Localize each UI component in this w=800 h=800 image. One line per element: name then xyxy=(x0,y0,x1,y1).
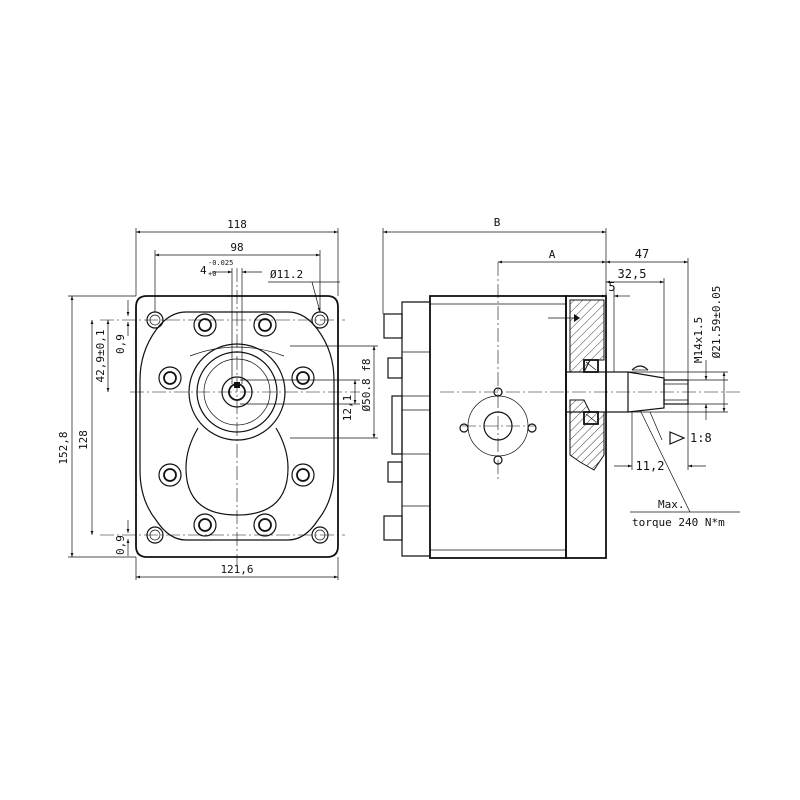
front-view: 118 98 4 -0.025 +0 Ø11.2 152,8 128 42,9±… xyxy=(57,218,378,580)
body-bolts xyxy=(158,313,315,537)
dim-dia-50-8: Ø50.8 f8 xyxy=(360,359,373,412)
dim-12-1: 12,1 xyxy=(341,395,354,422)
dim-4-lower: +0 xyxy=(208,270,216,278)
mounting-holes xyxy=(146,311,329,544)
dim-42-9: 42,9±0,1 xyxy=(94,330,107,383)
dim-32-5: 32,5 xyxy=(618,267,647,281)
dim-152-8: 152,8 xyxy=(57,431,70,464)
dim-5: 5 xyxy=(608,280,615,294)
dim-0-9-top: 0,9 xyxy=(114,334,127,354)
note-torque: torque 240 N*m xyxy=(632,516,725,529)
dim-M14x1-5: M14x1.5 xyxy=(692,317,705,363)
rear-cover xyxy=(401,301,431,557)
dim-11-2: 11,2 xyxy=(636,459,665,473)
note-max: Max. xyxy=(658,498,685,511)
dim-118: 118 xyxy=(227,218,247,231)
dim-47: 47 xyxy=(635,247,649,261)
flange-outline xyxy=(135,295,339,558)
flange-section-upper xyxy=(569,299,605,373)
dim-4-upper: -0.025 xyxy=(208,259,233,267)
dim-121-6: 121,6 xyxy=(220,563,253,576)
dim-dia-21-59: Ø21.59±0.05 xyxy=(710,286,723,359)
dim-4: 4 xyxy=(200,264,207,277)
side-view: B A 47 32,5 5 M14x1.5 Ø21.59±0.05 1:8 11… xyxy=(382,216,740,559)
dim-taper: 1:8 xyxy=(690,431,712,445)
dim-B: B xyxy=(494,216,501,229)
dim-128: 128 xyxy=(77,430,90,450)
dim-dia-11-2: Ø11.2 xyxy=(270,268,303,281)
dim-98: 98 xyxy=(230,241,243,254)
flange-section-lower xyxy=(569,399,605,471)
dim-A: A xyxy=(549,248,556,261)
front-flange xyxy=(565,295,607,559)
rear-bolt-heads xyxy=(383,313,403,541)
dim-0-9-bottom: 0,9 xyxy=(114,535,127,555)
body-outline xyxy=(139,311,335,541)
